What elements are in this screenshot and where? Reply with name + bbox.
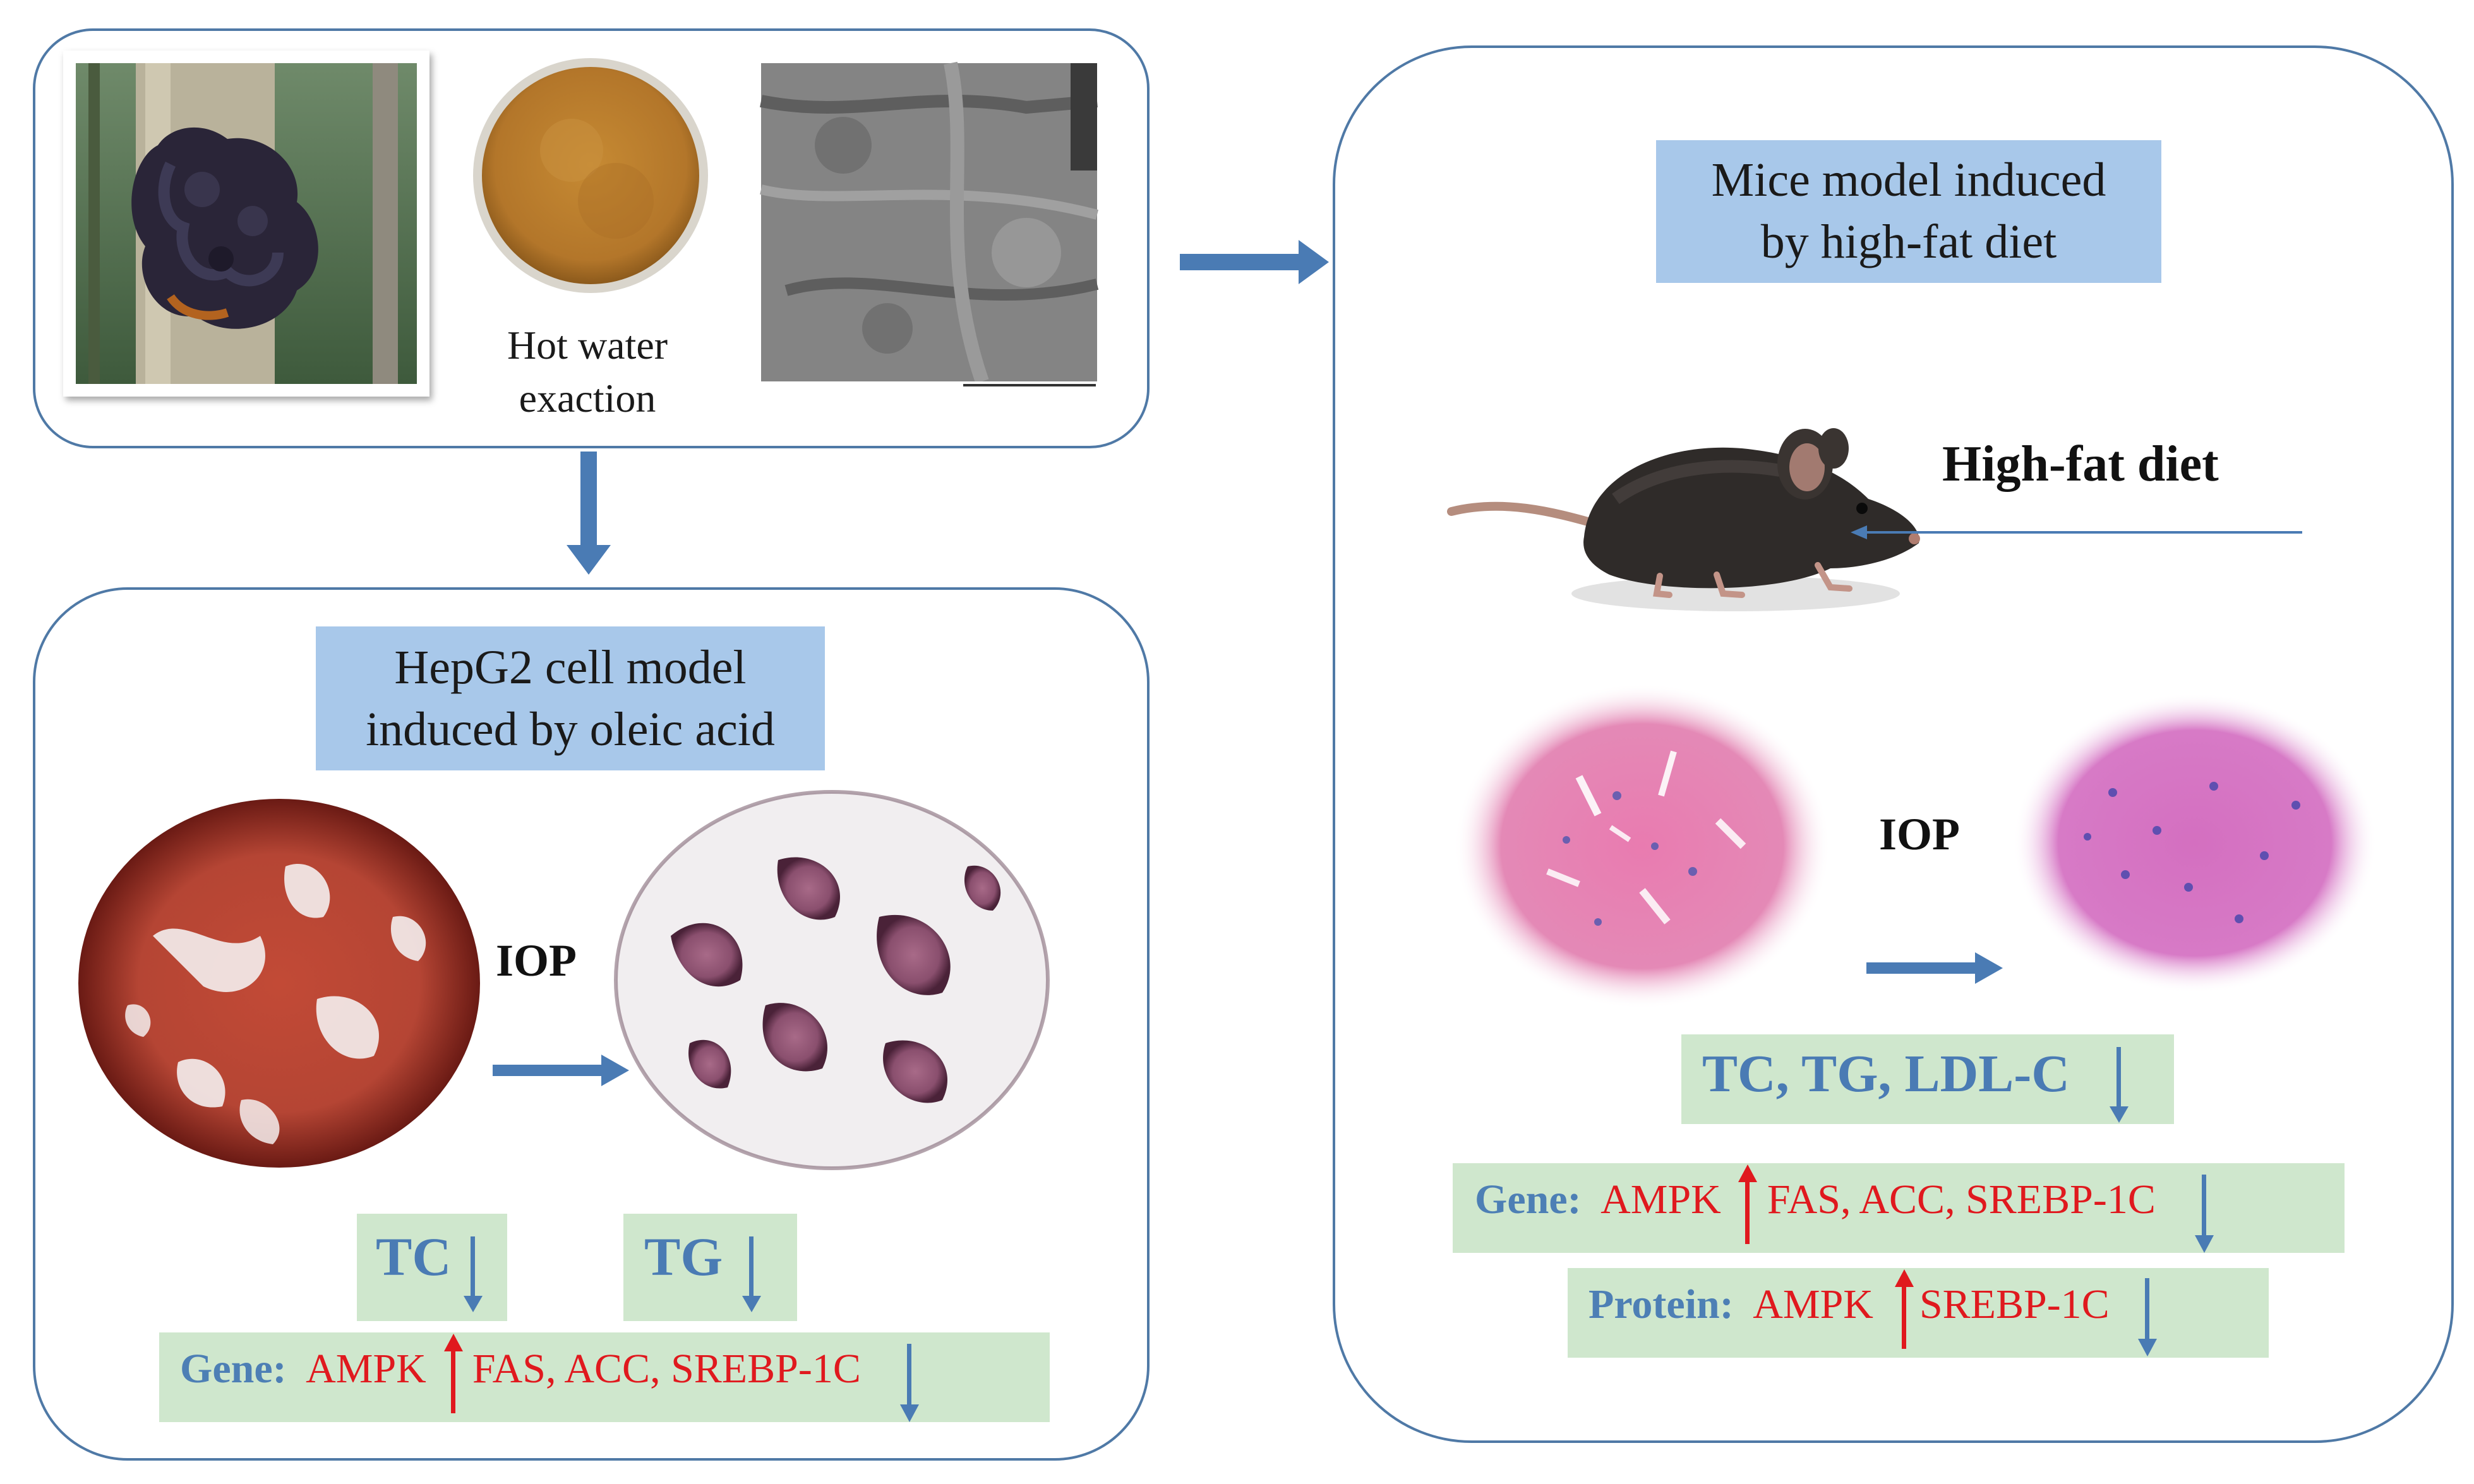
hepg2-tc-box [357, 1214, 507, 1321]
mice-protein-down: SREBP-1C [1919, 1281, 2110, 1327]
chaga-mushroom-illustration [76, 63, 417, 384]
hepg2-gene-blue-down-arrow [900, 1344, 919, 1422]
mice-protein-red-up-arrow [1895, 1269, 1914, 1349]
mice-title-line1: Mice model induced [1711, 153, 2106, 206]
mice-protein-text: Protein: AMPK SREBP-1C [1588, 1281, 2110, 1329]
mice-title-box: Mice model induced by high-fat diet [1656, 140, 2161, 283]
mice-title-line2: by high-fat diet [1760, 215, 2057, 268]
hepg2-treatment-arrow [493, 1055, 629, 1086]
hepg2-gene-label: Gene: [180, 1346, 287, 1392]
extraction-caption-line2: exaction [519, 376, 656, 421]
hepg2-gene-box [159, 1332, 1050, 1422]
mice-lipid-down-arrow [2110, 1047, 2129, 1123]
hepg2-tc-down-arrow [464, 1236, 483, 1312]
hepg2-tg-box [623, 1214, 797, 1321]
mouse-illustration [1447, 428, 1920, 611]
hepg2-gene-red-up-arrow [444, 1334, 463, 1413]
sem-micrograph [760, 61, 1102, 392]
mice-gene-down: FAS, ACC, SREBP-1C [1767, 1176, 2156, 1223]
hepg2-iop-stain [614, 790, 1050, 1170]
extraction-caption-line1: Hot water [507, 323, 668, 368]
extract-powder-dish [473, 58, 708, 293]
high-fat-diet-label: High-fat diet [1942, 436, 2219, 492]
hepg2-gene-up: AMPK [306, 1346, 426, 1392]
mice-iop-label: IOP [1879, 809, 1961, 859]
mice-gene-blue-down-arrow [2195, 1175, 2214, 1253]
mice-gene-red-up-arrow [1738, 1164, 1757, 1244]
extraction-caption: Hot water exaction [467, 319, 707, 425]
mice-lipid-box [1681, 1034, 2174, 1124]
hepg2-oleic-acid-stain [78, 799, 480, 1168]
mice-protein-up: AMPK [1753, 1281, 1873, 1327]
hepg2-title-line2: induced by oleic acid [366, 703, 775, 756]
mice-gene-box [1453, 1163, 2345, 1253]
mice-gene-label: Gene: [1475, 1176, 1582, 1223]
hepg2-title-box: HepG2 cell model induced by oleic acid [316, 626, 825, 770]
hepg2-iop-label: IOP [496, 935, 577, 986]
hepg2-title-line1: HepG2 cell model [394, 641, 747, 694]
mice-protein-label: Protein: [1588, 1281, 1734, 1327]
chaga-mushroom-photo [63, 51, 429, 397]
hepg2-tg-label: TG [644, 1226, 723, 1287]
down-arrow [567, 452, 611, 575]
mice-gene-up: AMPK [1600, 1176, 1721, 1223]
mice-protein-blue-down-arrow [2138, 1278, 2157, 1356]
hepg2-tg-down-arrow [742, 1236, 761, 1312]
mice-hfd-liver-tissue [1454, 683, 1830, 1009]
hepg2-tc-label: TC [376, 1226, 452, 1287]
right-arrow-to-mice [1180, 240, 1329, 284]
hepg2-gene-down: FAS, ACC, SREBP-1C [472, 1346, 861, 1392]
mice-lipid-label: TC, TG, LDL-C [1702, 1044, 2070, 1103]
mice-treatment-arrow [1866, 952, 2003, 984]
mice-gene-text: Gene: AMPK FAS, ACC, SREBP-1C [1475, 1176, 2156, 1224]
hepg2-gene-text: Gene: AMPK FAS, ACC, SREBP-1C [180, 1345, 861, 1393]
diet-feeding-arrow [1851, 525, 2302, 539]
mice-iop-liver-tissue [2013, 693, 2377, 993]
